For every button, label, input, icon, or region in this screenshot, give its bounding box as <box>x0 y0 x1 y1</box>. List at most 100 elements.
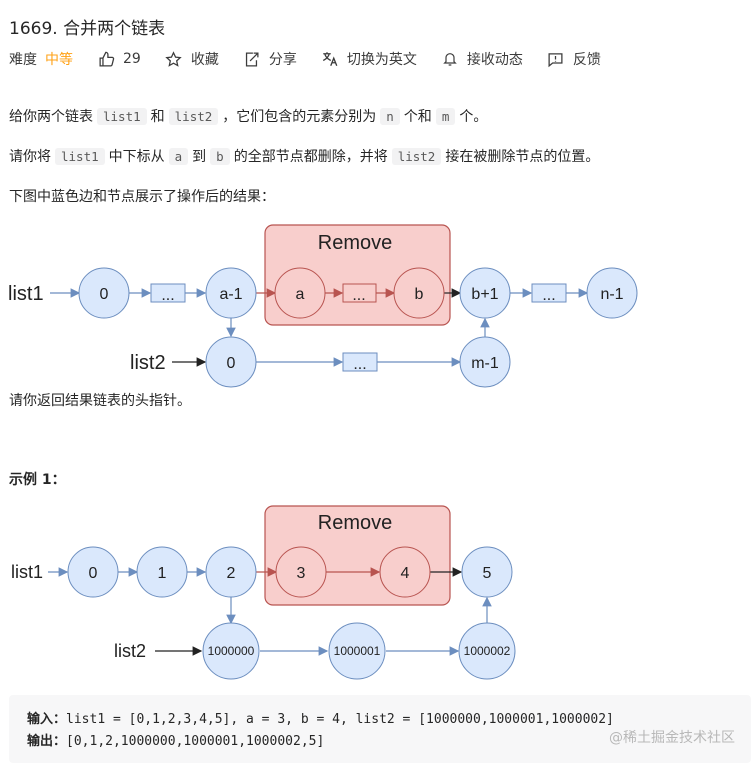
node <box>205 336 257 388</box>
text: 和 <box>150 109 165 125</box>
text: 请你将 <box>9 149 51 165</box>
node-label: 5 <box>483 565 492 582</box>
output-line: 输出：[0,1,2,1000000,1000001,1000002,5] <box>27 731 733 753</box>
text: 给你两个链表 <box>9 109 93 125</box>
input-label: 输入： <box>27 712 67 727</box>
text: 接在被删除节点的位置。 <box>445 149 600 165</box>
example-io-block: 输入：list1 = [0,1,2,3,4,5], a = 3, b = 4, … <box>9 695 751 763</box>
list1-label: list1 <box>8 283 44 305</box>
node-label: ... <box>352 287 365 304</box>
output-value: [0,1,2,1000000,1000001,1000002,5] <box>66 734 325 749</box>
node-label: ... <box>353 356 366 373</box>
like-count: 29 <box>123 51 141 67</box>
node <box>458 622 516 680</box>
ellipsis-node <box>531 283 567 303</box>
feedback-icon <box>547 50 565 68</box>
inline-code: list2 <box>391 148 442 165</box>
inline-code: list1 <box>55 148 105 165</box>
node <box>379 546 431 598</box>
node <box>78 267 130 319</box>
node-label: ... <box>161 287 174 304</box>
text: 个和 <box>403 109 432 125</box>
remove-label: Remove <box>318 512 392 534</box>
node <box>205 267 257 319</box>
switch-language-button[interactable]: 切换为英文 <box>321 49 417 69</box>
node-label: m-1 <box>471 355 499 372</box>
node-label: 0 <box>89 565 98 582</box>
node-label: a-1 <box>219 286 242 303</box>
inline-code: list2 <box>168 108 219 125</box>
node-label: 4 <box>401 565 410 582</box>
node <box>459 267 511 319</box>
ellipsis-node <box>342 283 377 303</box>
node <box>274 267 326 319</box>
share-icon <box>243 50 261 68</box>
node <box>393 267 445 319</box>
node <box>586 267 638 319</box>
problem-toolbar: 难度 中等 29 收藏 分享 切换为英文 接收动态 反馈 <box>9 48 625 70</box>
list2-label: list2 <box>114 641 146 661</box>
diagram-example-1: Remove list1 list2 0 1 2 3 4 5 1000000 1… <box>11 505 516 680</box>
share-button[interactable]: 分享 <box>243 49 297 69</box>
ellipsis-node <box>150 283 186 303</box>
difficulty-value: 中等 <box>45 52 73 68</box>
thumbs-up-icon <box>97 50 115 68</box>
watermark: @稀土掘金技术社区 <box>609 730 735 746</box>
node-label: a <box>296 286 305 303</box>
description-paragraph-4: 请你返回结果链表的头指针。 <box>9 393 191 409</box>
difficulty-label: 难度 <box>9 52 37 68</box>
text: 到 <box>192 149 207 165</box>
input-line: 输入：list1 = [0,1,2,3,4,5], a = 3, b = 4, … <box>27 709 733 731</box>
feedback-button[interactable]: 反馈 <box>547 49 601 69</box>
example-heading: 示例 1： <box>9 472 66 488</box>
inline-code: list1 <box>97 108 147 125</box>
list2-label: list2 <box>130 352 166 374</box>
node <box>205 546 257 598</box>
node-label: b+1 <box>471 286 498 303</box>
node-label: 0 <box>100 286 109 303</box>
node <box>461 546 513 598</box>
text: 的全部节点都删除，并将 <box>233 149 388 165</box>
switch-language-label: 切换为英文 <box>346 52 417 68</box>
problem-title: 1669. 合并两个链表 <box>9 19 166 39</box>
diagram-general: Remove list1 list2 0 ... a-1 a ... b b+1… <box>8 224 638 388</box>
output-label: 输出： <box>27 734 67 749</box>
star-icon <box>165 50 183 68</box>
like-button[interactable]: 29 <box>97 50 141 68</box>
collect-button[interactable]: 收藏 <box>165 49 219 69</box>
node-label: ... <box>542 287 555 304</box>
node-label: 2 <box>227 565 236 582</box>
node <box>202 622 260 680</box>
node-label: 1 <box>158 565 167 582</box>
ellipsis-node <box>342 352 378 372</box>
share-label: 分享 <box>268 52 297 68</box>
node-label: 1000000 <box>208 644 255 658</box>
node-label: 3 <box>297 565 306 582</box>
list1-label: list1 <box>11 562 43 582</box>
text: 中下标从 <box>108 149 165 165</box>
node <box>67 546 119 598</box>
inline-code: b <box>210 148 230 165</box>
node-label: n-1 <box>600 286 623 303</box>
feedback-label: 反馈 <box>572 52 601 68</box>
bell-icon <box>441 50 459 68</box>
node <box>136 546 188 598</box>
notify-label: 接收动态 <box>466 52 523 68</box>
node-label: 1000001 <box>334 644 381 658</box>
notify-button[interactable]: 接收动态 <box>441 49 523 69</box>
text: ，它们包含的元素分别为 <box>222 109 377 125</box>
input-value: list1 = [0,1,2,3,4,5], a = 3, b = 4, lis… <box>66 712 614 727</box>
node-label: 0 <box>227 355 236 372</box>
node-label: 1000002 <box>464 644 511 658</box>
difficulty: 难度 中等 <box>9 49 73 69</box>
node <box>459 336 511 388</box>
inline-code: a <box>168 148 189 165</box>
remove-label: Remove <box>318 232 392 254</box>
description-paragraph-3: 下图中蓝色边和节点展示了操作后的结果： <box>9 189 275 205</box>
inline-code: n <box>380 108 400 125</box>
inline-code: m <box>435 108 456 125</box>
node <box>328 622 386 680</box>
collect-label: 收藏 <box>190 52 219 68</box>
translate-icon <box>321 50 339 68</box>
